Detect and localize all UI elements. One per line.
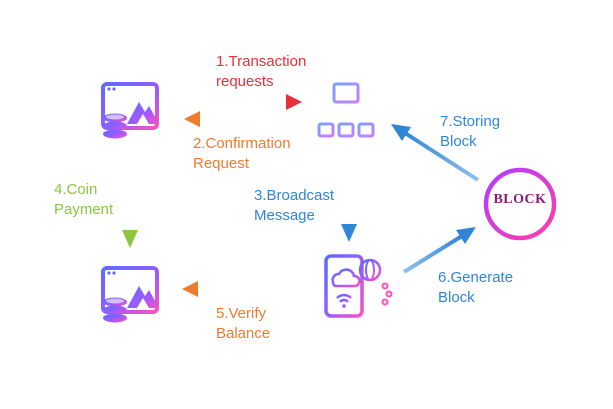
arrow-broadcast-message [341, 150, 357, 242]
step-3-line1: 3.Broadcast [254, 187, 335, 204]
step-2-line1: 2.Confirmation [193, 135, 291, 152]
step-6-line1: 6.Generate [438, 269, 514, 286]
step-6-label: 6.Generate Block [438, 268, 513, 308]
arrow-storing-block [391, 124, 480, 182]
receiver-wallet-icon [101, 266, 159, 323]
sender-wallet-icon [101, 82, 159, 139]
step-2-label: 2.Confirmation Request [193, 134, 291, 174]
step-3-label: 3.Broadcast Message [254, 186, 334, 226]
step-4-line2: Payment [54, 201, 114, 218]
arrow-transaction-requests [208, 94, 302, 110]
step-3-line2: Message [254, 207, 315, 224]
step-4-line1: 4.Coin [54, 181, 98, 198]
step-1-line2: requests [216, 73, 274, 90]
step-2-line2: Request [193, 155, 249, 172]
arrow-generate-block [402, 227, 476, 274]
network-hierarchy-icon [317, 82, 375, 138]
step-1-label: 1.Transaction requests [216, 52, 306, 92]
block-node [483, 167, 557, 241]
arrow-verify-balance [182, 281, 296, 297]
step-4-label: 4.Coin Payment [54, 180, 113, 220]
arrow-confirmation-request [184, 111, 292, 127]
block-label: BLOCK [493, 192, 547, 207]
step-5-line2: Balance [216, 325, 271, 342]
mobile-network-device-icon [324, 254, 393, 318]
step-7-line2: Block [440, 133, 477, 150]
step-5-line1: 5.Verify [216, 305, 267, 322]
step-5-label: 5.Verify Balance [216, 304, 270, 344]
step-6-line2: Block [438, 289, 475, 306]
step-1-line1: 1.Transaction [216, 53, 307, 70]
step-7-label: 7.Storing Block [440, 112, 500, 152]
step-7-line1: 7.Storing [440, 113, 501, 130]
arrow-coin-payment [122, 150, 138, 248]
